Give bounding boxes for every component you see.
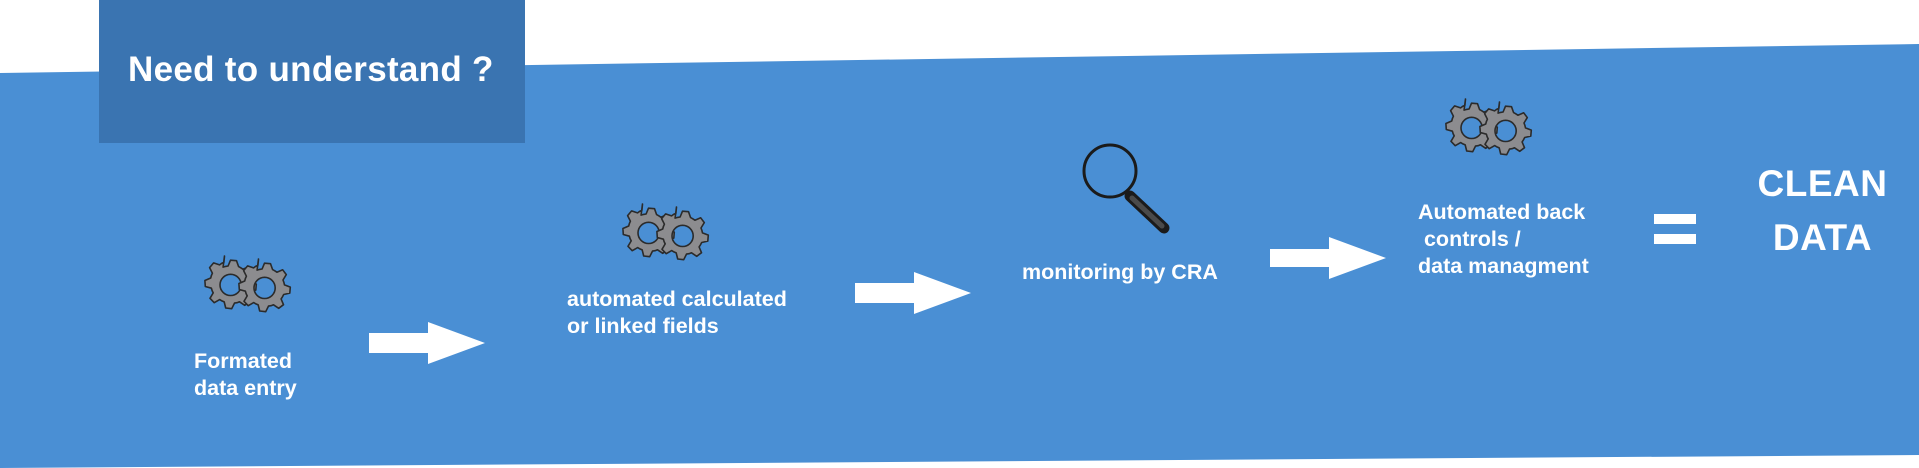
result-clean-data: CLEAN DATA xyxy=(1757,163,1888,258)
step-label-back-controls: Automated back controls / data managment xyxy=(1418,200,1589,278)
title-box: Need to understand ? xyxy=(99,0,525,143)
step-label-automated-fields: automated calculated or linked fields xyxy=(567,287,787,338)
banner-background xyxy=(0,44,1919,468)
step-label-formatted-entry: Formated data entry xyxy=(194,349,297,400)
magnifying-glass-icon xyxy=(1082,143,1170,234)
equals-icon xyxy=(1654,214,1696,244)
step-label-monitoring: monitoring by CRA xyxy=(1022,260,1218,284)
arrow-right-icon xyxy=(855,272,971,314)
arrow-right-icon xyxy=(369,322,485,364)
page-title: Need to understand ? xyxy=(128,50,494,89)
arrow-right-icon xyxy=(1270,237,1386,279)
